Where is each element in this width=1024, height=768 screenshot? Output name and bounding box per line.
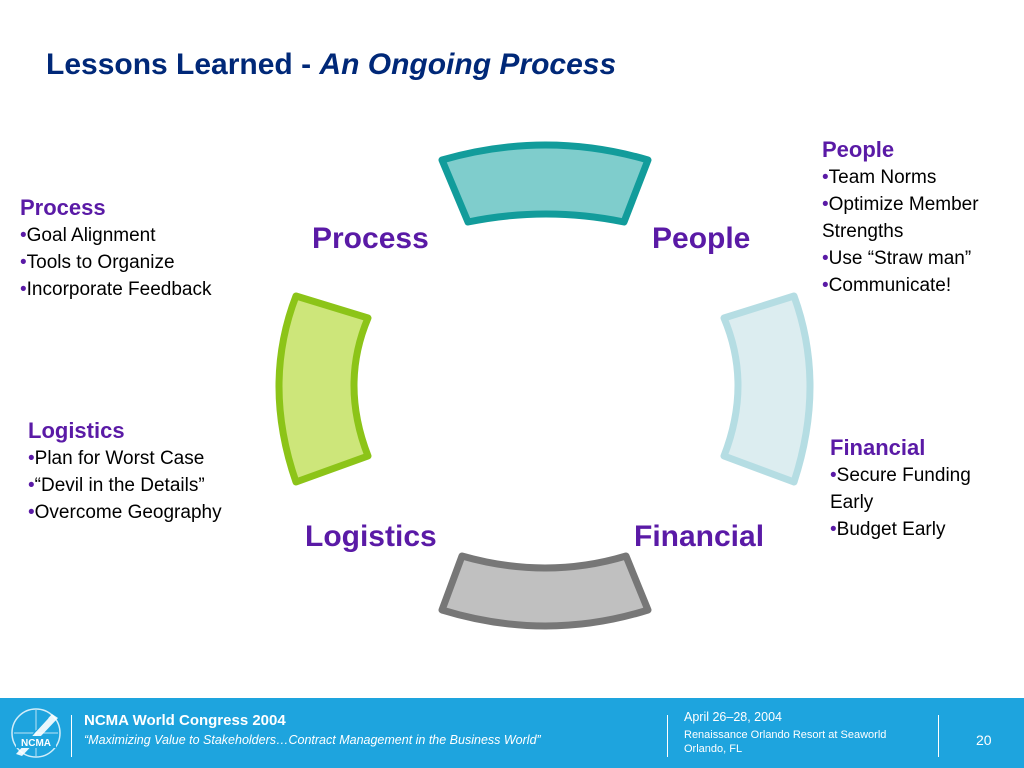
people-item: •Optimize Member xyxy=(822,191,979,218)
bullet: • xyxy=(20,279,27,300)
bullet: • xyxy=(822,275,829,296)
financial-block: Financial •Secure Funding Early •Budget … xyxy=(830,434,971,543)
logistics-item-text: “Devil in the Details” xyxy=(34,475,205,496)
logo-text: NCMA xyxy=(21,738,51,749)
logistics-item-text: Plan for Worst Case xyxy=(34,448,205,469)
bullet: • xyxy=(830,465,837,486)
bullet: • xyxy=(822,194,829,215)
process-item: •Tools to Organize xyxy=(20,249,212,276)
ncma-logo-icon: NCMA xyxy=(11,708,61,758)
segment-right xyxy=(720,292,814,486)
conference-name: NCMA World Congress 2004 xyxy=(84,712,286,729)
footer-divider xyxy=(667,715,668,757)
financial-item-text: Early xyxy=(830,492,874,513)
title-italic: An Ongoing Process xyxy=(319,48,617,81)
segment-left xyxy=(275,292,372,486)
financial-item: •Secure Funding xyxy=(830,462,971,489)
people-item-continuation: Strengths xyxy=(822,218,979,245)
diagram-label-people: People xyxy=(652,222,751,255)
people-item-text: Use “Straw man” xyxy=(828,248,972,269)
logistics-item: •Overcome Geography xyxy=(28,499,222,526)
process-item: •Goal Alignment xyxy=(20,222,212,249)
logistics-heading: Logistics xyxy=(28,418,125,443)
financial-heading: Financial xyxy=(830,435,926,460)
financial-item-continuation: Early xyxy=(830,489,971,516)
financial-item-text: Secure Funding xyxy=(836,465,971,486)
page-number: 20 xyxy=(976,732,992,748)
bullet: • xyxy=(830,519,837,540)
segment-top xyxy=(438,141,652,226)
venue-line: Orlando, FL xyxy=(684,743,743,755)
bullet: • xyxy=(20,225,27,246)
bullet: • xyxy=(28,448,35,469)
financial-item-text: Budget Early xyxy=(836,519,946,540)
bullet: • xyxy=(822,248,829,269)
diagram-label-financial: Financial xyxy=(634,520,765,553)
process-block: Process •Goal Alignment •Tools to Organi… xyxy=(20,194,212,303)
footer-divider xyxy=(71,715,72,757)
logistics-item: •Plan for Worst Case xyxy=(28,445,222,472)
venue-line: Renaissance Orlando Resort at Seaworld xyxy=(684,729,887,741)
people-item-text: Team Norms xyxy=(828,167,937,188)
conference-venue: Renaissance Orlando Resort at Seaworld O… xyxy=(684,728,924,756)
process-item-text: Incorporate Feedback xyxy=(26,279,212,300)
footer-divider xyxy=(938,715,939,757)
conference-tagline: “Maximizing Value to Stakeholders…Contra… xyxy=(84,733,541,747)
people-item-text: Strengths xyxy=(822,221,904,242)
process-item-text: Goal Alignment xyxy=(26,225,156,246)
logistics-block: Logistics •Plan for Worst Case •“Devil i… xyxy=(28,417,222,526)
logistics-item: •“Devil in the Details” xyxy=(28,472,222,499)
bullet: • xyxy=(822,167,829,188)
diagram-label-logistics: Logistics xyxy=(305,520,437,553)
people-item: •Team Norms xyxy=(822,164,979,191)
bullet: • xyxy=(28,475,35,496)
bullet: • xyxy=(20,252,27,273)
people-item: •Use “Straw man” xyxy=(822,245,979,272)
bullet: • xyxy=(28,502,35,523)
segment-bottom xyxy=(438,552,652,630)
title-plain: Lessons Learned - xyxy=(46,48,320,81)
logistics-item-text: Overcome Geography xyxy=(34,502,222,523)
process-heading: Process xyxy=(20,195,106,220)
people-item-text: Optimize Member xyxy=(828,194,979,215)
conference-date: April 26–28, 2004 xyxy=(684,710,782,724)
process-item: •Incorporate Feedback xyxy=(20,276,212,303)
process-item-text: Tools to Organize xyxy=(26,252,175,273)
slide-title: Lessons Learned - An Ongoing Process xyxy=(46,48,616,82)
people-block: People •Team Norms •Optimize Member Stre… xyxy=(822,136,979,299)
people-heading: People xyxy=(822,137,895,162)
people-item-text: Communicate! xyxy=(828,275,952,296)
people-item: •Communicate! xyxy=(822,272,979,299)
diagram-label-process: Process xyxy=(312,222,429,255)
financial-item: •Budget Early xyxy=(830,516,971,543)
slide-footer: NCMA NCMA World Congress 2004 “Maximizin… xyxy=(0,698,1024,768)
